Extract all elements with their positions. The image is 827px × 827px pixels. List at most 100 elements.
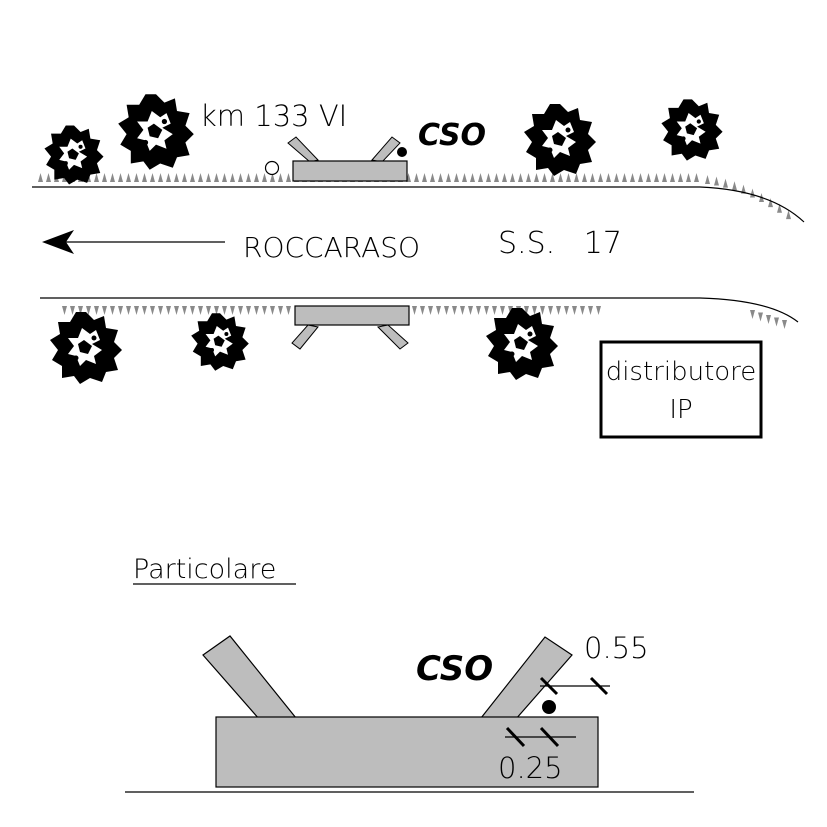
grass-tuft [478,173,483,182]
grass-tuft [572,306,577,315]
grass-tuft [768,198,773,208]
grass-tuft [678,173,683,182]
sign-top [287,136,408,182]
grass-tuft [70,306,75,315]
detail-title: Particolare [133,554,276,585]
grass-tuft [182,173,187,182]
grass-tuft [206,306,211,315]
grass-tuft [556,306,561,315]
grass-tuft [206,173,211,182]
grass-tuft [462,173,467,182]
grass-tuft [198,306,203,315]
grass-tuft [574,173,579,182]
grass-tuft [750,188,755,198]
grass-tuft [476,306,481,315]
grass-strip-top [38,173,791,220]
dimension-055-label: 0.55 [584,631,649,665]
grass-tuft [606,173,611,182]
grass-tuft [454,173,459,182]
grass-tuft [741,184,746,194]
grass-tuft [428,306,433,315]
grass-tuft [134,306,139,315]
grass-tuft [150,306,155,315]
grass-tuft [102,306,107,315]
grass-tuft [548,306,553,315]
tree-icon [661,99,723,161]
km-label: km 133 VI [200,99,347,133]
grass-tuft [444,306,449,315]
sign-bottom [291,305,410,350]
grass-tuft [510,173,515,182]
grass-tuft [494,173,499,182]
grass-tuft [262,173,267,182]
grass-tuft [542,173,547,182]
grass-tuft [468,306,473,315]
grass-tuft [262,306,267,315]
grass-tuft [638,173,643,182]
grass-tuft [230,306,235,315]
grass-tuft [436,306,441,315]
grass-tuft [190,306,195,315]
grass-tuft [414,173,419,182]
grass-tuft [182,306,187,315]
grass-tuft [484,306,489,315]
grass-tuft [126,306,131,315]
grass-tuft [502,173,507,182]
grass-tuft [598,173,603,182]
grass-tuft [550,173,555,182]
grass-tuft [46,173,51,182]
grass-tuft [777,203,782,213]
grass-tuft [534,173,539,182]
grass-tuft [278,173,283,182]
direction-label: ROCCARASO [243,231,420,264]
grass-tuft [190,173,195,182]
road-label: S.S. 17 [498,226,622,261]
grass-tuft [134,173,139,182]
grass-tuft [118,173,123,182]
grass-tuft [532,306,537,315]
road-edge-bottom-curve [699,297,799,323]
grass-tuft [766,315,771,324]
road-edge-top-curve [699,186,805,223]
grass-tuft [686,173,691,182]
grass-tuft [732,181,737,191]
grass-tuft [422,173,427,182]
grass-tuft [270,173,275,182]
detail-sign [202,635,599,788]
grass-tuft [412,306,417,315]
grass-tuft [86,306,91,315]
grass-tuft [662,173,667,182]
grass-tuft [630,173,635,182]
grass-tuft [654,173,659,182]
grass-tuft [758,312,763,322]
grass-tuft [270,306,275,315]
grass-tuft [524,306,529,315]
grass-tuft [786,210,791,220]
grass-tuft [540,306,545,315]
grass-tuft [486,173,491,182]
cso-label-detail: CSO [416,649,493,689]
cso-label-top: CSO [418,118,486,153]
grass-tuft [582,173,587,182]
grass-tuft [230,173,235,182]
tree-icon [44,125,104,185]
dimension-025 [505,726,576,748]
grass-tuft [452,306,457,315]
grass-tuft [430,173,435,182]
grass-tuft [142,306,147,315]
grass-tuft [174,173,179,182]
grass-tuft [238,173,243,182]
grass-tuft [198,173,203,182]
km-marker-circle [264,160,280,176]
grass-tuft [142,173,147,182]
grass-tuft [110,173,115,182]
grass-tuft [78,306,83,315]
grass-tuft [246,306,251,315]
grass-tuft [150,173,155,182]
grass-tuft [782,320,787,329]
grass-tuft [286,173,291,182]
direction-arrow-icon [42,230,225,254]
grass-tuft [102,173,107,182]
grass-tuft [286,306,291,315]
tree-icon [486,308,558,380]
